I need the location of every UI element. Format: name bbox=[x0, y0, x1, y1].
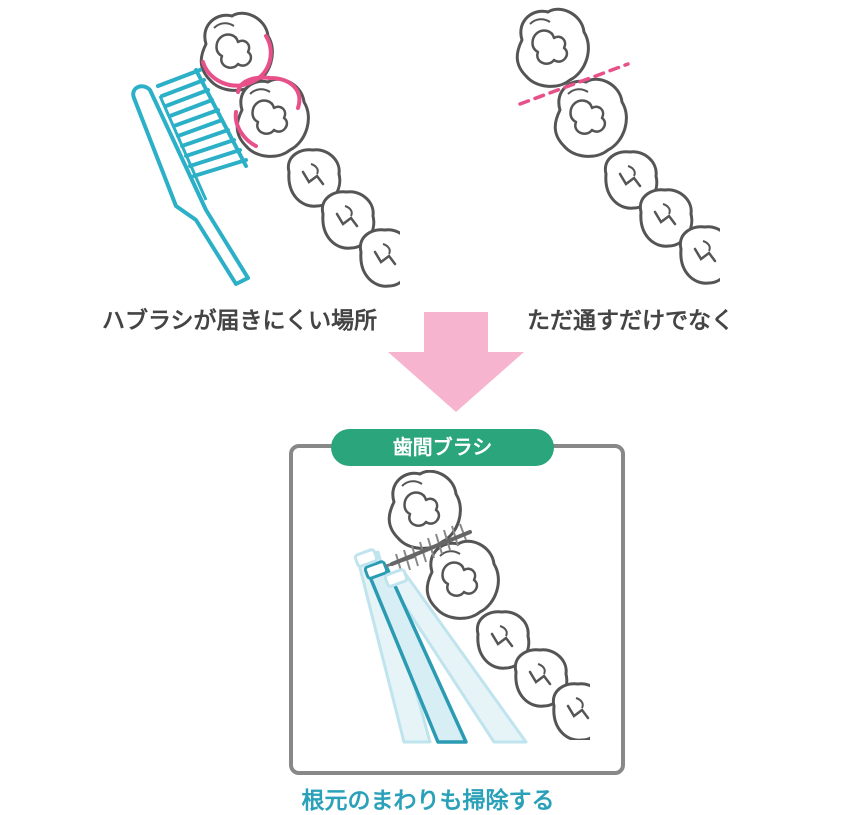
interdental-brush-icon bbox=[353, 523, 528, 744]
down-arrow-icon bbox=[388, 312, 524, 412]
toothbrush-icon bbox=[131, 68, 250, 286]
label-hard-to-reach: ハブラシが届きにくい場所 bbox=[102, 308, 378, 334]
caption-clean-around-root: 根元のまわりも掃除する bbox=[301, 788, 555, 814]
tag-interdental-brush: 歯間ブラシ bbox=[331, 429, 554, 466]
label-not-just-pass: ただ通すだけでなく bbox=[527, 308, 734, 334]
teeth-icon bbox=[199, 11, 400, 288]
teeth-icon bbox=[515, 7, 720, 285]
